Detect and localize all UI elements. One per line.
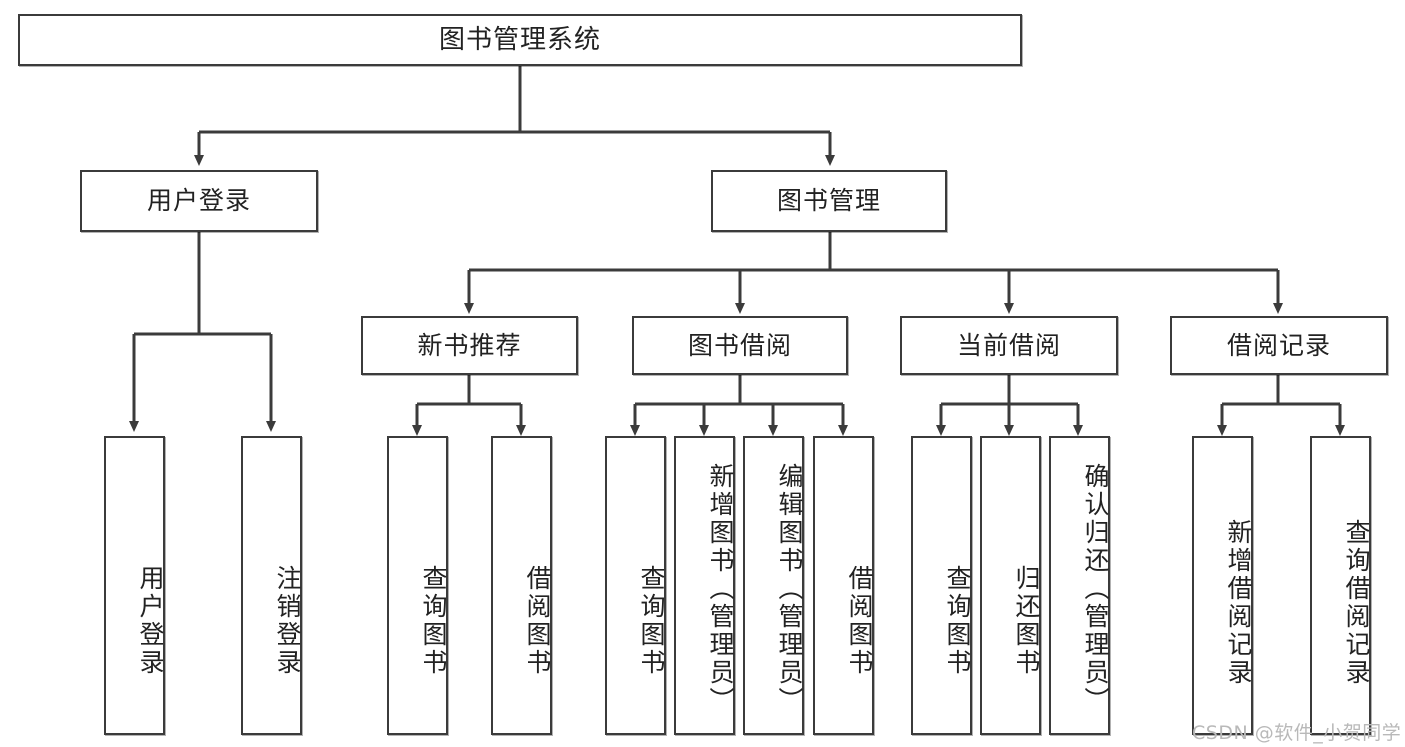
- node-label: 新增图书（管理员）: [706, 462, 735, 715]
- leaf-return-book[interactable]: 归还图书: [980, 436, 1041, 735]
- node-label: 图书借阅: [687, 330, 792, 360]
- node-label: 新增借阅记录: [1224, 518, 1253, 687]
- node-label: 图书管理系统: [438, 24, 601, 55]
- node-label: 查询图书: [419, 564, 448, 677]
- node-label: 用户登录: [146, 186, 251, 216]
- node-label: 查询借阅记录: [1342, 518, 1371, 687]
- node-user-login[interactable]: 用户登录: [80, 170, 318, 232]
- node-label: 注销登录: [273, 564, 302, 677]
- node-current-borrow[interactable]: 当前借阅: [900, 316, 1118, 375]
- node-label: 确认归还（管理员）: [1081, 462, 1110, 715]
- leaf-user-logout[interactable]: 注销登录: [241, 436, 302, 735]
- leaf-query-book-recommend[interactable]: 查询图书: [387, 436, 448, 735]
- node-label: 查询图书: [637, 564, 666, 677]
- leaf-borrow-book-recommend[interactable]: 借阅图书: [491, 436, 552, 735]
- node-label: 查询图书: [943, 564, 972, 677]
- node-label: 编辑图书（管理员）: [775, 462, 804, 715]
- node-book-management[interactable]: 图书管理: [711, 170, 947, 232]
- leaf-confirm-return[interactable]: 确认归还（管理员）: [1049, 436, 1110, 735]
- leaf-query-borrow-record[interactable]: 查询借阅记录: [1310, 436, 1371, 735]
- leaf-query-book-borrow[interactable]: 查询图书: [605, 436, 666, 735]
- node-label: 当前借阅: [956, 330, 1061, 360]
- node-book-borrow[interactable]: 图书借阅: [632, 316, 848, 375]
- leaf-add-book[interactable]: 新增图书（管理员）: [674, 436, 735, 735]
- node-label: 图书管理: [776, 186, 881, 216]
- node-label: 新书推荐: [417, 330, 522, 360]
- node-label: 借阅图书: [845, 564, 874, 677]
- node-label: 借阅记录: [1226, 330, 1331, 360]
- node-new-book-recommend[interactable]: 新书推荐: [361, 316, 578, 375]
- leaf-edit-book[interactable]: 编辑图书（管理员）: [743, 436, 804, 735]
- node-label: 归还图书: [1012, 564, 1041, 677]
- csdn-watermark: CSDN @软件_小贺同学: [1192, 722, 1402, 744]
- node-label: 借阅图书: [523, 564, 552, 677]
- node-label: 用户登录: [136, 564, 165, 677]
- leaf-borrow-book[interactable]: 借阅图书: [813, 436, 874, 735]
- leaf-query-book-current[interactable]: 查询图书: [911, 436, 972, 735]
- leaf-add-borrow-record[interactable]: 新增借阅记录: [1192, 436, 1253, 735]
- node-borrow-record[interactable]: 借阅记录: [1170, 316, 1388, 375]
- leaf-user-login[interactable]: 用户登录: [104, 436, 165, 735]
- node-root-book-management-system[interactable]: 图书管理系统: [18, 14, 1022, 66]
